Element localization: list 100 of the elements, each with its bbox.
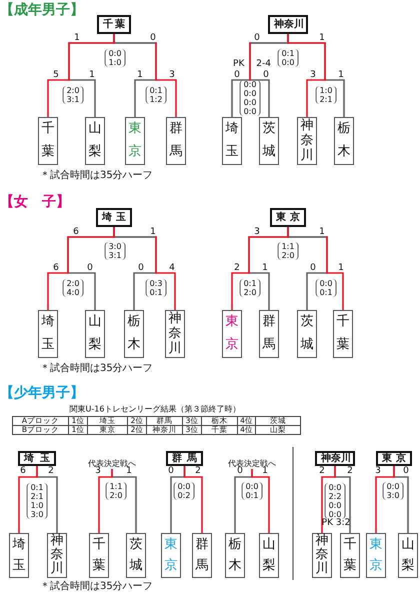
score-label: 0 <box>237 466 243 476</box>
winner-box: 埼玉 <box>96 208 132 227</box>
team-box: 東京 <box>125 117 145 165</box>
score-label: 2 <box>347 466 353 476</box>
team-box: 山梨 <box>85 117 105 165</box>
bracket-line <box>47 227 115 310</box>
score-bracket: 0:0 0:1 <box>316 279 336 297</box>
penalty-score: PK 2-4 <box>233 59 271 69</box>
team-box: 神奈川 <box>47 533 67 578</box>
score-label: 1 <box>74 33 80 43</box>
team-box: 茨城 <box>297 310 317 358</box>
score-bracket: 0:0 3:0 <box>382 482 404 500</box>
section-heading: 【成年男子】 <box>0 1 84 19</box>
score-label: 3 <box>169 70 175 80</box>
team-box: 埼玉 <box>222 117 242 165</box>
winner-box: 東京 <box>270 208 306 227</box>
score-label: 1 <box>126 466 132 476</box>
score-bracket: 3:0 3:1 <box>104 242 126 260</box>
bracket-line <box>251 469 270 533</box>
score-label: 1 <box>150 227 156 237</box>
score-label: 3 <box>375 466 381 476</box>
score-bracket: 0:0 1:0 <box>104 49 126 67</box>
footnote: ＊試合時間は35分ハーフ <box>40 362 153 375</box>
footnote: ＊試合時間は35分ハーフ <box>40 580 153 593</box>
bracket-line <box>321 466 336 533</box>
score-bracket: 1:1 2:0 <box>106 482 126 500</box>
winner-box: 神奈川 <box>315 451 355 466</box>
score-bracket: 0:1 1:2 <box>146 86 166 104</box>
score-bracket: 0:1 0:0 <box>278 49 298 67</box>
team-box: 千葉 <box>340 533 360 578</box>
score-label: 0 <box>254 33 260 43</box>
bracket-line <box>287 34 326 117</box>
team-box: 埼玉 <box>38 310 58 358</box>
team-box: 群馬 <box>166 117 186 165</box>
score-label: 0 <box>310 263 316 273</box>
score-label: 1 <box>338 70 344 80</box>
score-label: 0 <box>234 70 240 80</box>
team-box: 神奈川 <box>297 117 317 165</box>
score-label: 1 <box>319 227 325 237</box>
score-bracket: 0:1 2:1 1:0 3:0 <box>26 483 48 519</box>
team-box: 栃木 <box>334 117 354 165</box>
team-box: 東京 <box>222 310 242 358</box>
score-label: 2 <box>319 466 325 476</box>
score-label: 0 <box>138 263 144 273</box>
score-label: 2 <box>48 466 54 476</box>
team-box: 千葉 <box>38 117 58 165</box>
team-box: 栃木 <box>124 310 144 358</box>
score-bracket: 0:1 2:0 <box>240 279 260 297</box>
score-label: 0 <box>263 70 269 80</box>
score-label: 6 <box>53 263 59 273</box>
team-box: 群馬 <box>259 310 279 358</box>
score-bracket: 2:0 4:0 <box>62 279 84 297</box>
score-label: 3 <box>254 227 260 237</box>
team-box: 山梨 <box>398 533 418 578</box>
score-label: 1 <box>319 33 325 43</box>
winner-box: 神奈川 <box>268 15 308 34</box>
score-label: 6 <box>20 466 26 476</box>
bracket-line <box>184 466 203 533</box>
score-label: 6 <box>73 227 79 237</box>
table-title: 関東U-16トレセンリーグ結果（第３節終了時） <box>70 404 240 414</box>
team-box: 山梨 <box>259 533 279 578</box>
team-box: 千葉 <box>333 310 353 358</box>
score-bracket: 0:0 0:1 <box>242 482 262 500</box>
team-box: 山梨 <box>85 310 105 358</box>
team-box: 茨城 <box>126 533 146 578</box>
team-box: 神奈川 <box>165 310 185 358</box>
bracket-line <box>18 466 38 533</box>
section-heading: 【女 子】 <box>0 193 70 211</box>
score-label: 1 <box>262 466 268 476</box>
score-label: 3 <box>310 70 316 80</box>
team-box: 群馬 <box>192 533 212 578</box>
team-box: 東京 <box>161 533 181 578</box>
winner-box: 埼玉 <box>18 451 56 466</box>
bracket-line <box>231 227 289 310</box>
score-label: 0 <box>403 466 409 476</box>
score-bracket: 0:3 0:1 <box>146 279 166 297</box>
winner-box: 千葉 <box>97 15 131 34</box>
score-label: 2 <box>234 263 240 273</box>
score-label: 3 <box>95 466 101 476</box>
score-label: 5 <box>53 70 59 80</box>
score-label: 2 <box>195 466 201 476</box>
score-bracket: 0:0 0:0 0:0 0:0 <box>240 80 260 116</box>
score-bracket: 2:0 3:1 <box>62 86 84 104</box>
bracket-line <box>47 34 115 117</box>
winner-box: 群馬 <box>166 451 203 466</box>
team-box: 神奈川 <box>312 533 332 578</box>
winner-box: 東京 <box>376 451 412 466</box>
footnote: ＊試合時間は35分ハーフ <box>40 168 153 182</box>
team-box: 東京 <box>366 533 386 578</box>
score-label: 0 <box>168 466 174 476</box>
section-heading: 【少年男子】 <box>0 384 84 402</box>
score-bracket: 1:0 2:1 <box>316 86 336 104</box>
score-label: 1 <box>89 70 95 80</box>
score-bracket: 1:1 2:0 <box>278 242 298 260</box>
team-box: 埼玉 <box>9 533 29 578</box>
score-label: 1 <box>137 70 143 80</box>
bracket-line <box>375 466 395 533</box>
score-label: 4 <box>169 263 175 273</box>
score-label: 1 <box>338 263 344 273</box>
bracket-line <box>98 469 113 533</box>
